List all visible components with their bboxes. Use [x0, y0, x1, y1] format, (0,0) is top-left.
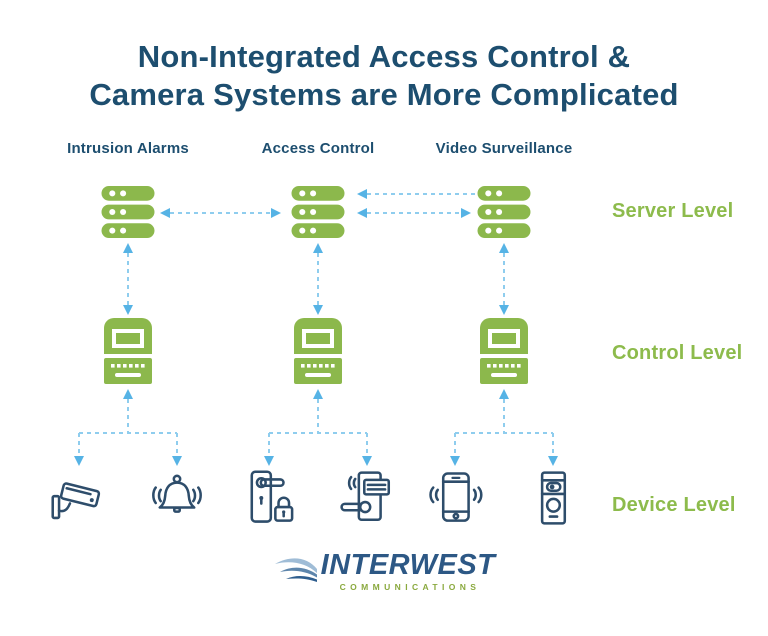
logo-swoosh-icon: [274, 558, 317, 582]
server-icon-access: [291, 186, 345, 238]
interwest-logo: INTERWEST COMMUNICATIONS: [0, 550, 768, 592]
control-terminal-icon-video: [480, 318, 528, 384]
door-lock-icon: [250, 470, 294, 523]
column-header-access-control: Access Control: [261, 140, 375, 157]
video-doorbell-icon: [540, 471, 567, 525]
column-header-intrusion-alarms: Intrusion Alarms: [67, 140, 189, 157]
server-icon-intrusion: [101, 186, 155, 238]
level-label-server: Server Level: [612, 200, 734, 222]
level-label-device: Device Level: [612, 494, 736, 516]
title-line-1: Non-Integrated Access Control &: [137, 39, 631, 74]
level-label-control: Control Level: [612, 342, 743, 364]
control-terminal-icon-access: [294, 318, 342, 384]
cctv-camera-icon: [51, 482, 101, 520]
control-terminal-icon-intrusion: [104, 318, 152, 384]
page-title: Non-Integrated Access Control & Camera S…: [0, 38, 768, 114]
smartphone-icon: [429, 472, 483, 522]
alarm-bell-icon: [152, 474, 202, 513]
server-icon-video: [477, 186, 531, 238]
logo-wordmark: INTERWEST: [320, 549, 496, 581]
title-line-2: Camera Systems are More Complicated: [89, 77, 679, 112]
card-reader-icon: [340, 471, 391, 522]
logo-subtitle: COMMUNICATIONS: [339, 582, 481, 592]
column-header-video-surveillance: Video Surveillance: [435, 140, 573, 157]
